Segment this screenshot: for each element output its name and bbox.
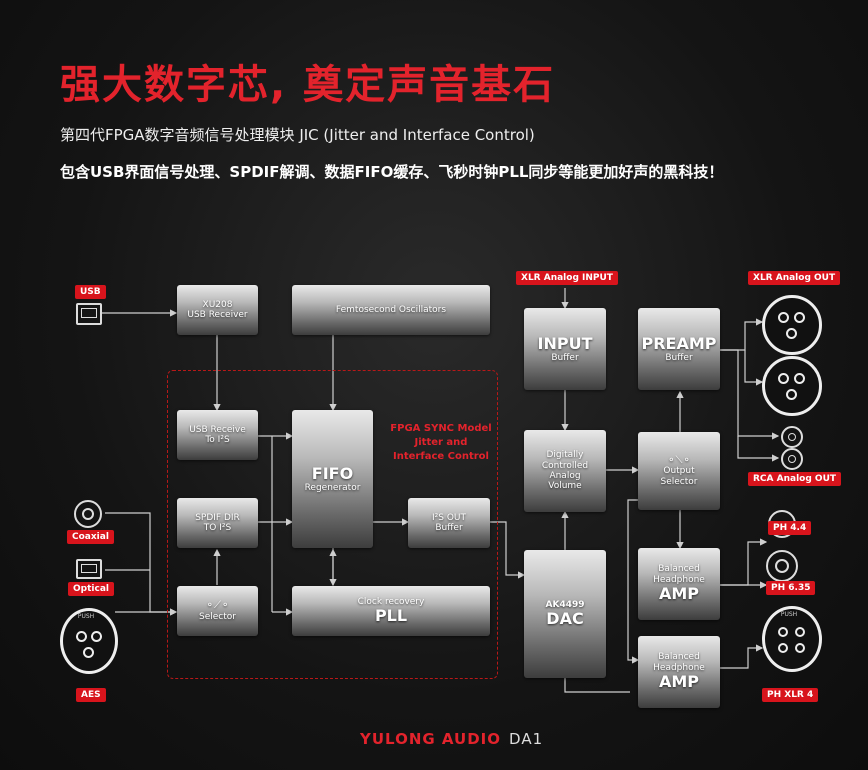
fpga-label-line2: Jitter and	[414, 437, 468, 448]
preamp-label: PREAMP	[641, 333, 717, 353]
push-label-2: PUSH	[780, 611, 798, 618]
xlr-analog-out-tag: XLR Analog OUT	[748, 271, 841, 285]
coaxial-jack-icon	[74, 500, 102, 528]
selector-label: Selector	[199, 611, 236, 622]
xu208-label: XU208	[202, 299, 233, 310]
aes-tag: AES	[76, 688, 106, 702]
ph-xlr4-tag: PH XLR 4	[762, 688, 819, 702]
output-selector-block: ⚬⟍⚬ Output Selector	[638, 432, 720, 510]
rca-out-jack-icon-1	[781, 426, 803, 448]
i2s-out-label: I²S OUT	[431, 512, 466, 523]
to-i2s-label: To I²S	[205, 435, 230, 445]
page-title: 强大数字芯, 奠定声音基石	[60, 62, 556, 108]
fpga-label-line3: Interface Control	[393, 451, 489, 462]
preamp-buffer-block: PREAMP Buffer	[638, 308, 720, 390]
amp-label-1: AMP	[658, 584, 700, 604]
push-label: PUSH	[77, 613, 95, 620]
input-label: INPUT	[537, 333, 593, 353]
femto-label: Femtosecond Oscillators	[335, 304, 447, 315]
balanced-headphone-amp-block-1: Balanced Headphone AMP	[638, 548, 720, 620]
fifo-label: FIFO	[311, 463, 354, 483]
digitally-label: Digitally	[546, 450, 584, 461]
headphone-label-2: Headphone	[653, 662, 705, 673]
balanced-label-1: Balanced	[658, 564, 700, 575]
regenerator-label: Regenerator	[304, 483, 361, 494]
xu208-usb-receiver-block: XU208 USB Receiver	[177, 285, 258, 335]
spdif-to-i2s-label: TO I²S	[203, 523, 232, 533]
switch-icon: ⚬⟋⚬	[205, 600, 230, 612]
digital-analog-volume-block: Digitally Controlled Analog Volume	[524, 430, 606, 512]
preamp-buffer-label: Buffer	[665, 353, 693, 364]
usb-receiver-label: USB Receiver	[187, 310, 248, 320]
ph635-jack-icon	[766, 550, 798, 582]
aes-xlr-connector-icon: PUSH	[60, 608, 118, 674]
amp-label-2: AMP	[658, 672, 700, 692]
fifo-regenerator-block: FIFO Regenerator	[292, 410, 373, 548]
subtitle-fpga: 第四代FPGA数字音频信号处理模块 JIC (Jitter and Interf…	[60, 126, 535, 144]
ph-xlr4-connector-icon: PUSH	[762, 606, 822, 672]
pll-label: PLL	[374, 605, 408, 625]
brand-name: YULONG AUDIO	[360, 730, 502, 748]
model-name: DA1	[509, 730, 544, 748]
subtitle-features: 包含USB界面信号处理、SPDIF解调、数据FIFO缓存、飞秒时钟PLL同步等能…	[60, 163, 724, 181]
usb-receive-label: USB Receive	[189, 424, 246, 435]
usb-tag: USB	[75, 285, 106, 299]
i2s-buffer-label: Buffer	[435, 523, 463, 533]
usb-port-icon	[76, 303, 102, 325]
volume-label: Volume	[548, 481, 582, 492]
balanced-headphone-amp-block-2: Balanced Headphone AMP	[638, 636, 720, 708]
output-selector-label: Selector	[660, 476, 698, 487]
ph635-tag: PH 6.35	[766, 581, 816, 595]
headphone-label-1: Headphone	[653, 574, 705, 585]
ak4499-dac-block: AK4499 DAC	[524, 550, 606, 678]
ak4499-label: AK4499	[545, 599, 585, 610]
input-buffer-label: Buffer	[551, 353, 579, 364]
rca-out-jack-icon-2	[781, 448, 803, 470]
spdif-dir-label: SPDIF DIR	[195, 512, 240, 523]
fpga-region	[167, 370, 498, 679]
ph44-tag: PH 4.4	[768, 521, 812, 535]
i2s-out-buffer-block: I²S OUT Buffer	[408, 498, 490, 548]
coaxial-tag: Coaxial	[67, 530, 114, 544]
xlr-out-connector-icon-2	[762, 356, 822, 416]
input-selector-block: ⚬⟋⚬ Selector	[177, 586, 258, 636]
balanced-label-2: Balanced	[658, 652, 700, 663]
dac-label: DAC	[546, 608, 584, 628]
xlr-analog-input-tag: XLR Analog INPUT	[516, 271, 618, 285]
fpga-label-line1: FPGA SYNC Model	[390, 423, 492, 434]
optical-port-icon	[76, 559, 102, 579]
usb-receive-i2s-block: USB Receive To I²S	[177, 410, 258, 460]
femtosecond-oscillators-block: Femtosecond Oscillators	[292, 285, 490, 335]
clock-recovery-label: Clock recovery	[357, 596, 425, 607]
output-label: Output	[663, 466, 695, 477]
footer-brand: YULONG AUDIO DA1	[360, 730, 543, 748]
analog-label: Analog	[549, 471, 581, 481]
spdif-dir-block: SPDIF DIR TO I²S	[177, 498, 258, 548]
xlr-out-connector-icon-1	[762, 295, 822, 355]
clock-recovery-pll-block: Clock recovery PLL	[292, 586, 490, 636]
fpga-label: FPGA SYNC Model Jitter and Interface Con…	[386, 422, 496, 464]
output-switch-icon: ⚬⟍⚬	[667, 454, 691, 466]
input-buffer-block: INPUT Buffer	[524, 308, 606, 390]
optical-tag: Optical	[68, 582, 114, 596]
controlled-label: Controlled	[541, 460, 589, 471]
rca-analog-out-tag: RCA Analog OUT	[748, 472, 842, 486]
